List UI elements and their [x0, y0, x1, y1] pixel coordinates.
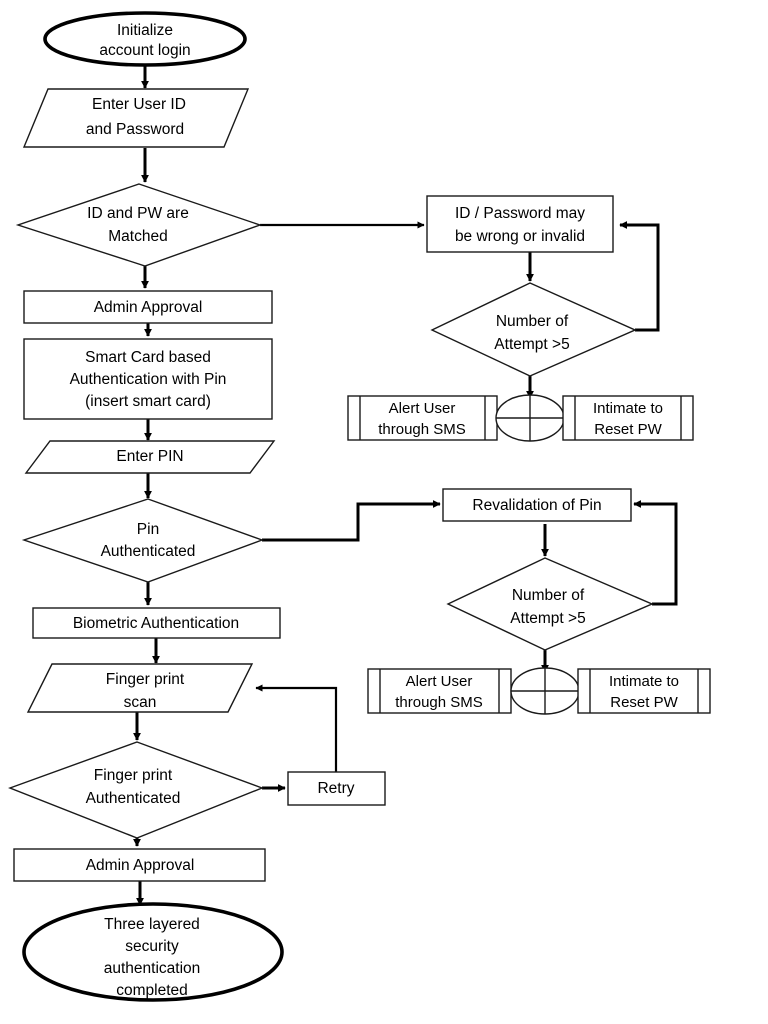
edge-pinauth-to-revalidation	[262, 500, 441, 542]
node-admin-approval-1-shape	[23, 290, 273, 324]
edge-retry-to-fpscan	[255, 684, 338, 772]
node-admin-approval-1-label: Admin Approval	[94, 299, 203, 316]
node-id-pw-matched-shape	[15, 183, 263, 267]
node-finger-print-scan-label-1: Finger print	[106, 671, 185, 688]
node-junction-2	[510, 667, 580, 715]
node-end-label-1: Three layered	[104, 916, 200, 933]
node-retry-shape	[287, 771, 386, 806]
node-alert-user-2-label-1: Alert User	[406, 673, 473, 690]
node-id-pw-invalid-label-2: be wrong or invalid	[455, 228, 585, 245]
node-attempts-2-shape	[446, 557, 654, 651]
node-start-label-2: account login	[99, 42, 190, 59]
node-retry-label: Retry	[317, 780, 354, 797]
node-biometric-auth-label: Biometric Authentication	[73, 615, 239, 632]
node-finger-print-authenticated-shape	[8, 741, 264, 839]
node-end-label-4: completed	[116, 982, 188, 999]
node-enter-pin-shape	[24, 440, 276, 474]
node-smart-card-shape	[23, 338, 273, 420]
node-smart-card-label-2: Authentication with Pin	[70, 371, 227, 388]
node-alert-user-2-label-2: through SMS	[395, 694, 483, 711]
node-admin-approval-2-label: Admin Approval	[86, 857, 195, 874]
node-finger-print-scan-label-2: scan	[124, 694, 157, 711]
node-end-label-2: security	[125, 938, 179, 955]
node-intimate-reset-1-label-1: Intimate to	[593, 400, 663, 417]
node-revalidation-pin-label: Revalidation of Pin	[472, 497, 601, 514]
node-finger-print-authenticated-label-1: Finger print	[94, 767, 173, 784]
node-id-pw-matched-label-2: Matched	[108, 228, 167, 245]
node-admin-approval-2-shape	[13, 848, 266, 882]
node-smart-card-label-3: (insert smart card)	[85, 393, 211, 410]
node-biometric-auth-shape	[32, 607, 281, 639]
node-finger-print-authenticated-label-2: Authenticated	[86, 790, 181, 807]
node-start-shape	[43, 11, 247, 67]
node-pin-authenticated-shape	[21, 498, 265, 583]
node-alert-user-1-label-2: through SMS	[378, 421, 466, 438]
node-intimate-reset-2	[577, 668, 711, 714]
node-revalidation-pin-shape	[442, 488, 632, 522]
node-intimate-reset-1	[562, 395, 694, 441]
node-alert-user-1-label-1: Alert User	[389, 400, 456, 417]
node-id-pw-matched-label-1: ID and PW are	[87, 205, 189, 222]
node-alert-user-1	[347, 395, 498, 441]
node-enter-credentials-shape	[22, 88, 250, 148]
node-attempts-1-label-2: Attempt >5	[494, 336, 569, 353]
node-intimate-reset-2-label-2: Reset PW	[610, 694, 678, 711]
node-junction-1	[495, 394, 565, 442]
edge-attempts1-loop-to-invalid	[619, 221, 660, 332]
node-enter-credentials-label-1: Enter User ID	[92, 96, 186, 113]
node-pin-authenticated-label-2: Authenticated	[101, 543, 196, 560]
node-attempts-2-label-2: Attempt >5	[510, 610, 585, 627]
node-end-label-3: authentication	[104, 960, 201, 977]
node-attempts-1-label-1: Number of	[496, 313, 569, 330]
node-attempts-1-shape	[430, 282, 637, 377]
node-intimate-reset-1-label-2: Reset PW	[594, 421, 662, 438]
node-alert-user-2	[367, 668, 512, 714]
node-enter-credentials-label-2: and Password	[86, 121, 184, 138]
node-intimate-reset-2-label-1: Intimate to	[609, 673, 679, 690]
node-enter-pin-label: Enter PIN	[116, 448, 183, 465]
node-finger-print-scan-shape	[26, 663, 254, 713]
node-pin-authenticated-label-1: Pin	[137, 521, 159, 538]
node-smart-card-label-1: Smart Card based	[85, 349, 211, 366]
node-start-label-1: Initialize	[117, 22, 173, 39]
node-attempts-2-label-1: Number of	[512, 587, 585, 604]
edge-attempts2-loop-to-revalidation	[633, 500, 678, 606]
node-end-shape	[22, 902, 284, 1002]
node-id-pw-invalid-label-1: ID / Password may	[455, 205, 585, 222]
node-id-pw-invalid-shape	[426, 195, 614, 253]
